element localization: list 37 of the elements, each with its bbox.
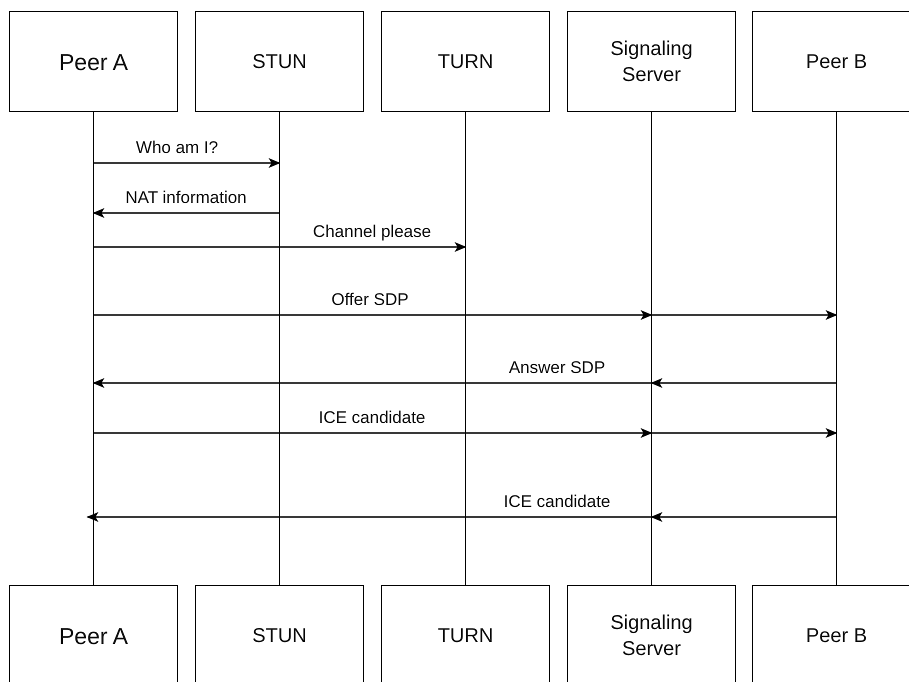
participant-box <box>9 585 178 682</box>
message-arrow <box>94 242 466 252</box>
message-arrow <box>94 428 652 438</box>
participant-name: Peer A <box>58 48 130 74</box>
participant-box <box>381 585 550 682</box>
participant-name: STUN <box>251 624 308 648</box>
participant-box <box>752 11 909 112</box>
participant-box <box>752 585 909 682</box>
edge-label: Channel please <box>312 222 432 242</box>
message-arrow <box>650 378 836 388</box>
message-arrow <box>92 208 280 218</box>
participant-box <box>381 11 550 112</box>
participant-name: TURN <box>436 624 494 648</box>
lifeline <box>836 112 838 585</box>
message-arrow <box>650 512 836 522</box>
lifeline <box>278 112 280 585</box>
participant-box <box>195 585 364 682</box>
participant-name: Peer B <box>804 50 868 74</box>
participant-name: Signaling Server <box>609 36 694 88</box>
participant-box <box>195 11 364 112</box>
participant-name: TURN <box>436 50 494 74</box>
lifeline <box>650 112 652 585</box>
message-arrow <box>92 378 652 388</box>
lifeline <box>92 112 94 585</box>
participant-name: Peer B <box>804 624 868 648</box>
participant-name: Signaling Server <box>609 610 694 662</box>
message-arrow <box>86 512 652 522</box>
lifeline <box>464 112 466 585</box>
message-arrow <box>652 428 838 438</box>
participant-box <box>567 11 736 112</box>
participant-box <box>9 11 178 112</box>
message-arrow <box>94 310 652 320</box>
participant-name: Peer A <box>58 622 130 648</box>
message-arrow <box>94 158 280 168</box>
message-arrow <box>652 310 838 320</box>
participant-name: STUN <box>251 50 308 74</box>
participant-box <box>567 585 736 682</box>
